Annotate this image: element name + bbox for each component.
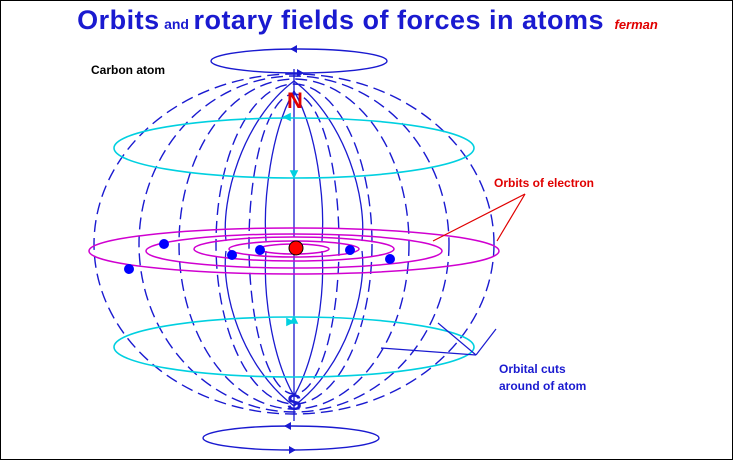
south-pole-label: S — [287, 390, 302, 415]
electron — [227, 250, 237, 260]
lobe-ne-1 — [293, 80, 364, 242]
lower-axis-arrow — [289, 315, 299, 324]
lobe-sw-2 — [264, 250, 295, 397]
bottom-rotation-loop — [202, 425, 380, 451]
electron — [385, 254, 395, 264]
nucleus — [288, 240, 304, 256]
orbit-2 — [193, 236, 395, 262]
diagram-title: Orbits and rotary fields of forces in at… — [1, 5, 732, 36]
upper-axis-arrow — [289, 170, 299, 179]
lobe-nw-2 — [264, 90, 295, 242]
title-part1: Orbits — [77, 5, 160, 35]
orbital-cuts-label-2: around of atom — [499, 379, 586, 393]
cuts-pointer-2 — [437, 322, 477, 356]
orbital-cuts — [113, 112, 475, 378]
electron — [159, 239, 169, 249]
rotation-loops — [202, 45, 388, 454]
title-joiner: and — [164, 16, 189, 32]
title-author: ferman — [614, 17, 658, 32]
orbit-pointer-1 — [432, 193, 526, 242]
orbit-outer — [88, 227, 500, 275]
lobe-se-2 — [293, 250, 324, 397]
title-part2: rotary fields of forces in atoms — [193, 5, 605, 35]
electron — [255, 245, 265, 255]
orbit-pointer-2 — [496, 193, 526, 242]
electron — [345, 245, 355, 255]
electrons — [124, 239, 395, 274]
cuts-pointer-3 — [475, 328, 497, 356]
atom-label: Carbon atom — [91, 63, 165, 77]
orbit-3 — [145, 233, 443, 269]
upper-cut-arrow — [282, 112, 291, 122]
pointer-lines — [380, 193, 526, 356]
north-pole-label: N — [287, 88, 303, 113]
electron — [124, 264, 134, 274]
lobe-ne-2 — [293, 90, 324, 242]
cuts-pointer-1 — [380, 347, 477, 356]
orbits-label: Orbits of electron — [494, 176, 594, 190]
top-rotation-loop — [210, 48, 388, 74]
lobe-nw-1 — [224, 80, 295, 242]
orbital-cuts-label-1: Orbital cuts — [499, 362, 566, 376]
